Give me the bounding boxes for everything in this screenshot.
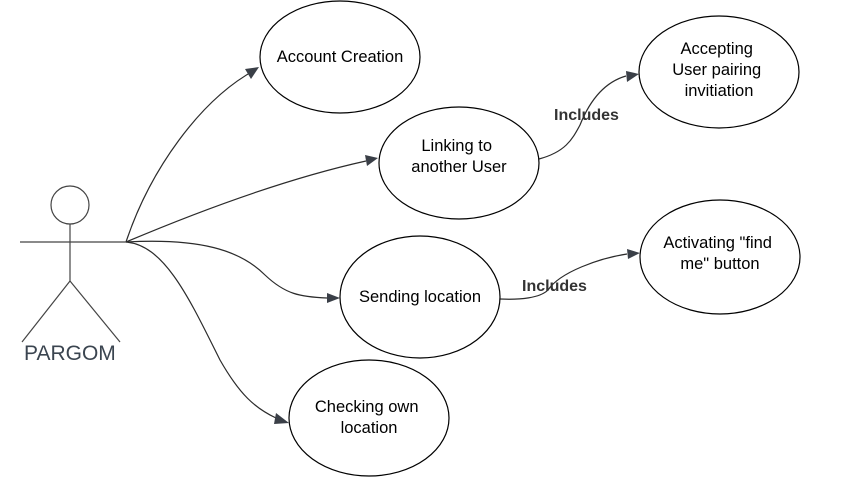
edges xyxy=(125,69,628,419)
edge-actor-linking xyxy=(125,160,367,243)
edge-actor-account-creation xyxy=(125,69,256,243)
actor[interactable]: PARGOM xyxy=(20,185,126,365)
use-case-ellipse xyxy=(288,359,450,477)
actor-right-leg xyxy=(69,280,121,343)
relation-labels: Includes Includes xyxy=(522,107,619,295)
use-case-ellipse xyxy=(339,235,501,359)
use-case-label: Linking to another User xyxy=(411,137,507,176)
actor-head xyxy=(50,185,90,225)
use-case-sending-location[interactable]: Sending location xyxy=(339,235,501,359)
arrowhead-checking xyxy=(274,413,289,424)
use-case-label: Sending location xyxy=(359,288,481,306)
use-case-label: Activating "find me" button xyxy=(663,234,776,273)
edge-actor-sending-location xyxy=(125,240,328,299)
arrowhead-activating xyxy=(627,249,640,259)
arrowheads xyxy=(245,67,640,424)
use-case-label: Account Creation xyxy=(277,48,404,66)
use-case-ellipse xyxy=(378,106,540,220)
includes-label-linking: Includes xyxy=(554,107,619,124)
use-case-label: Checking own location xyxy=(315,398,423,437)
use-case-linking[interactable]: Linking to another User xyxy=(378,106,540,220)
edge-linking-accepting xyxy=(538,75,627,160)
arrowhead-sending-location xyxy=(327,293,340,303)
edge-sending-activating xyxy=(499,253,628,300)
actor-name: PARGOM xyxy=(24,342,116,365)
arrowhead-linking xyxy=(365,155,378,166)
use-case-ellipse xyxy=(639,199,801,315)
arrowhead-account-creation xyxy=(245,67,259,79)
use-case-ellipse xyxy=(638,15,800,129)
actor-left-leg xyxy=(21,280,71,343)
edge-actor-checking xyxy=(125,241,277,419)
use-case-label: Accepting User pairing invitiation xyxy=(672,40,766,100)
use-case-accepting[interactable]: Accepting User pairing invitiation xyxy=(638,15,800,129)
arrowhead-accepting xyxy=(626,71,639,82)
use-case-ellipse xyxy=(259,0,421,114)
use-case-account-creation[interactable]: Account Creation xyxy=(259,0,421,114)
includes-label-sending: Includes xyxy=(522,278,587,295)
use-case-activating[interactable]: Activating "find me" button xyxy=(639,199,801,315)
use-case-checking[interactable]: Checking own location xyxy=(288,359,450,477)
